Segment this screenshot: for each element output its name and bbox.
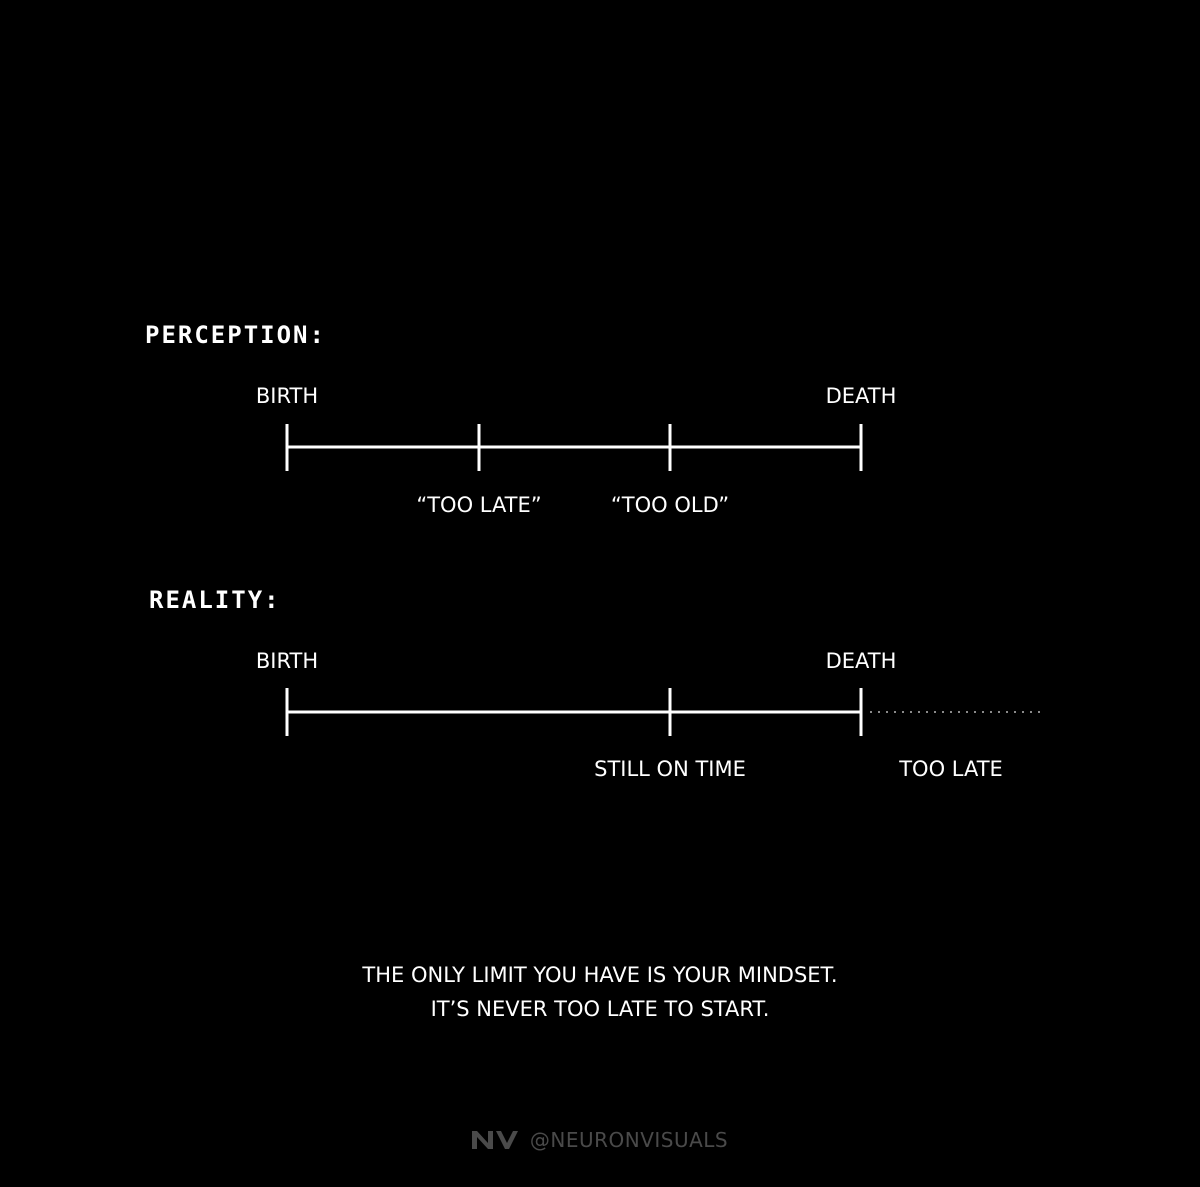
perception-death-label: DEATH bbox=[825, 384, 897, 408]
perception-too-old-label: “TOO OLD” bbox=[610, 493, 730, 517]
watermark: @NEURONVISUALS bbox=[0, 1128, 1200, 1152]
tagline-line-1: THE ONLY LIMIT YOU HAVE IS YOUR MINDSET. bbox=[362, 963, 838, 987]
perception-birth-label: BIRTH bbox=[255, 384, 319, 408]
reality-death-label: DEATH bbox=[825, 649, 897, 673]
reality-heading: REALITY: bbox=[149, 586, 281, 614]
tagline-line-2: IT’S NEVER TOO LATE TO START. bbox=[430, 997, 770, 1021]
reality-too-late-label: TOO LATE bbox=[899, 757, 1003, 781]
perception-heading: PERCEPTION: bbox=[145, 321, 326, 349]
perception-too-late-label: “TOO LATE” bbox=[416, 493, 542, 517]
reality-birth-label: BIRTH bbox=[255, 649, 319, 673]
tagline: THE ONLY LIMIT YOU HAVE IS YOUR MINDSET.… bbox=[0, 958, 1200, 1026]
reality-still-on-time-label: STILL ON TIME bbox=[594, 757, 746, 781]
nv-logo-icon bbox=[471, 1131, 518, 1149]
watermark-handle: @NEURONVISUALS bbox=[529, 1128, 729, 1152]
